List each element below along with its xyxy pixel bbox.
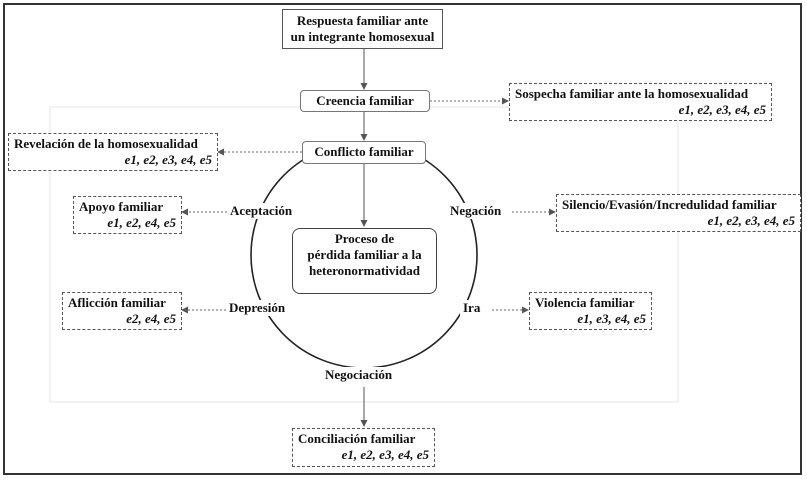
proceso-node: Proceso de pérdida familiar a la heteron… bbox=[292, 228, 437, 294]
outcome-codes: e1, e3, e4, e5 bbox=[577, 311, 646, 326]
outcome-codes: e1, e2, e3, e4, e5 bbox=[341, 447, 429, 462]
diagram-frame bbox=[3, 3, 802, 475]
creencia-node: Creencia familiar bbox=[300, 90, 430, 112]
outcome-label: Revelación de la homosexualidad bbox=[14, 136, 198, 151]
conflicto-node: Conflicto familiar bbox=[302, 141, 426, 164]
outcome-afliccion: Aflicción familiar e2, e4, e5 bbox=[62, 292, 182, 330]
stage-depresion: Depresión bbox=[226, 300, 289, 316]
outcome-label: Apoyo familiar bbox=[79, 199, 164, 214]
conflicto-label: Conflicto familiar bbox=[314, 144, 414, 159]
outcome-conciliacion: Conciliación familiar e1, e2, e3, e4, e5 bbox=[292, 428, 435, 467]
stage-negacion: Negación bbox=[447, 203, 505, 219]
outcome-sospecha: Sospecha familiar ante la homosexualidad… bbox=[509, 83, 772, 121]
proceso-line-3: heteronormatividad bbox=[309, 263, 420, 278]
creencia-label: Creencia familiar bbox=[316, 93, 414, 108]
title-box: Respuesta familiar ante un integrante ho… bbox=[282, 9, 443, 49]
stage-ira: Ira bbox=[460, 300, 484, 316]
outcome-label: Silencio/Evasión/Incredulidad familiar bbox=[562, 197, 777, 212]
outcome-codes: e1, e2, e3, e4, e5 bbox=[707, 213, 795, 228]
outcome-silencio: Silencio/Evasión/Incredulidad familiar e… bbox=[556, 194, 801, 232]
title-line-1: Respuesta familiar ante bbox=[296, 13, 429, 28]
proceso-line-2: pérdida familiar a la bbox=[307, 247, 422, 262]
outcome-revelacion: Revelación de la homosexualidad e1, e2, … bbox=[8, 133, 218, 171]
outcome-label: Conciliación familiar bbox=[298, 431, 416, 446]
outcome-codes: e1, e2, e3, e4, e5 bbox=[124, 152, 212, 167]
outcome-codes: e1, e2, e3, e4, e5 bbox=[678, 102, 766, 117]
outcome-label: Sospecha familiar ante la homosexualidad bbox=[515, 86, 749, 101]
stage-aceptacion: Aceptación bbox=[227, 203, 296, 219]
title-line-2: un integrante homosexual bbox=[290, 29, 435, 44]
outcome-apoyo: Apoyo familiar e1, e2, e4, e5 bbox=[73, 196, 182, 234]
stage-negociacion: Negociación bbox=[322, 367, 396, 383]
outcome-label: Aflicción familiar bbox=[68, 295, 166, 310]
outcome-violencia: Violencia familiar e1, e3, e4, e5 bbox=[529, 292, 652, 330]
outcome-label: Violencia familiar bbox=[535, 295, 635, 310]
outcome-codes: e2, e4, e5 bbox=[126, 311, 176, 326]
outcome-codes: e1, e2, e4, e5 bbox=[107, 215, 176, 230]
proceso-line-1: Proceso de bbox=[334, 231, 395, 246]
